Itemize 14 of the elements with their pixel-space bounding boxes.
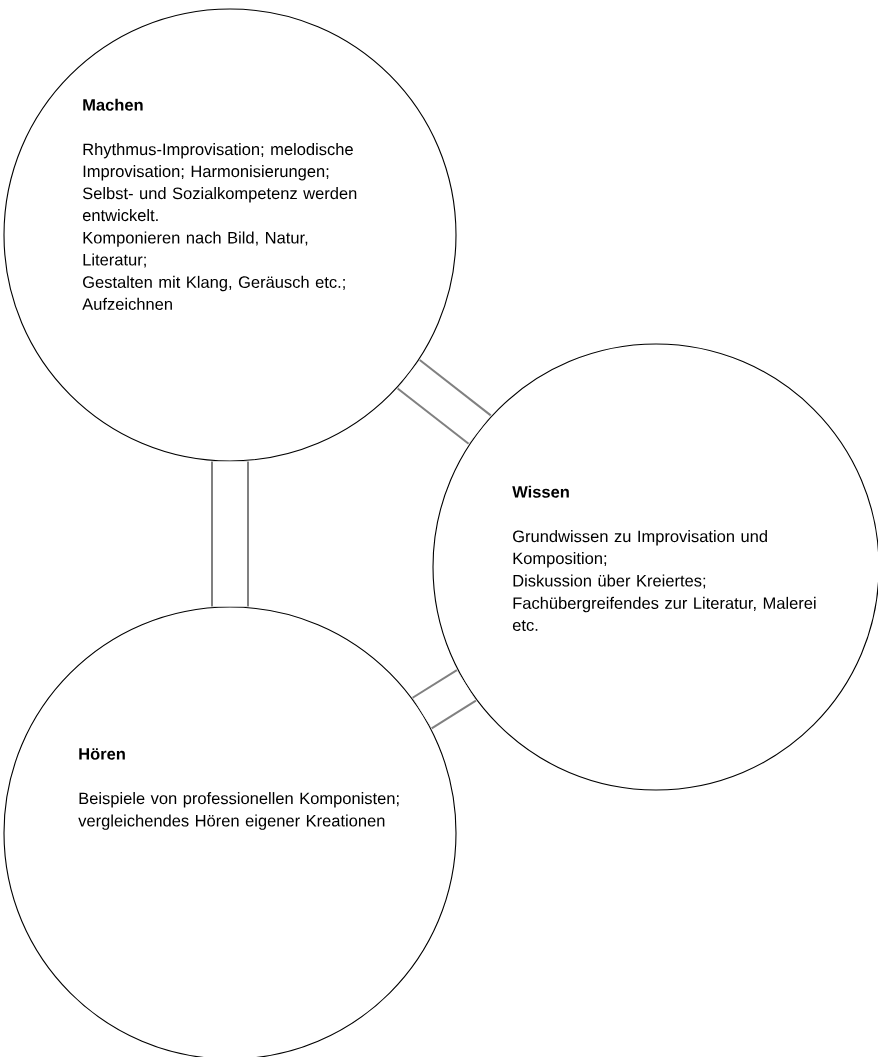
- body-text: Komponieren nach Bild, Natur, Literatur;: [83, 231, 308, 268]
- body-text: Diskussion über Kreiertes;: [513, 574, 706, 589]
- body-text: Grundwissen zu Improvisation und Komposition;: [513, 530, 767, 568]
- double-line-connector: [397, 359, 492, 445]
- body-text: Rhythmus-Improvisation; melodische Improvisation; Harmonisierungen; Selbst- und Sozialkompetenz werden entwickelt.: [82, 143, 357, 222]
- double-line-connector: [412, 669, 477, 730]
- circle-heading: Hören: [79, 748, 125, 760]
- circle-heading: Machen: [83, 98, 143, 111]
- body-text: Gestalten mit Klang, Geräusch etc.; Aufzeichnen: [82, 275, 345, 310]
- double-line-connector: [211, 461, 249, 607]
- body-text: Beispiele von professionellen Komponisten;: [79, 792, 399, 808]
- body-text: Fachübergreifendes zur Literatur, Malerei etc.: [512, 596, 816, 631]
- body-text: vergleichendes Hören eigener Kreationen: [78, 814, 385, 830]
- circle-heading: Wissen: [512, 485, 569, 498]
